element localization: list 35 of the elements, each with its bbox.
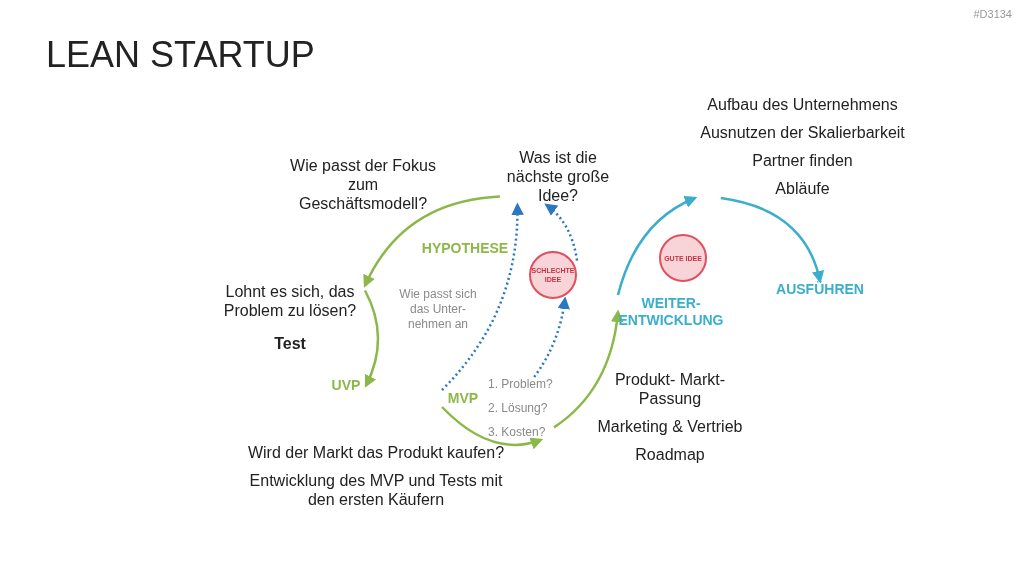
note-text: Wie passt sich das Unter- nehmen an <box>398 287 478 332</box>
dotted-arrow <box>544 203 579 261</box>
note-text: 3. Kosten? <box>488 425 547 440</box>
stage-label: UVP <box>330 377 362 394</box>
arrow <box>720 196 824 284</box>
question-text: Partner finden <box>751 151 854 170</box>
question-text: Produkt- Markt-Passung <box>613 370 727 408</box>
question-text: Marketing & Vertrieb <box>596 417 744 436</box>
idea-circle <box>659 234 707 282</box>
stage-label: AUSFÜHREN <box>775 281 865 298</box>
question-text: Entwicklung des MVP und Tests mit den ersten Käufern <box>248 471 504 509</box>
arrow <box>363 195 501 288</box>
note-text: 1. Problem? <box>488 377 554 392</box>
stage-label: WEITER- ENTWICKLUNG <box>618 295 724 329</box>
question-text: Test <box>273 334 307 353</box>
question-text: Ausnutzen der Skalierbarkeit <box>699 123 906 142</box>
question-text: Lohnt es sich, das Problem zu lösen? <box>222 282 358 320</box>
arrow <box>363 289 380 388</box>
question-text: Wie passt der Fokus zum Geschäftsmodell? <box>289 156 437 213</box>
title: LEAN STARTUP <box>46 34 315 76</box>
stage-label: MVP <box>446 390 480 407</box>
stage-label: HYPOTHESE <box>420 240 510 257</box>
dotted-arrow <box>441 202 524 391</box>
dotted-arrow <box>533 296 570 378</box>
question-text: Abläufe <box>774 179 831 198</box>
question-text: Wird der Markt das Produkt kaufen? <box>246 443 506 462</box>
arrow <box>441 406 544 449</box>
arrow <box>553 309 623 429</box>
question-text: Roadmap <box>634 445 706 464</box>
note-text: 2. Lösung? <box>488 401 549 416</box>
idea-circle <box>529 251 577 299</box>
arrow <box>616 196 698 296</box>
code-label: #D3134 <box>973 8 1012 20</box>
question-text: Aufbau des Unternehmens <box>706 95 899 114</box>
question-text: Was ist die nächste große Idee? <box>505 148 611 205</box>
